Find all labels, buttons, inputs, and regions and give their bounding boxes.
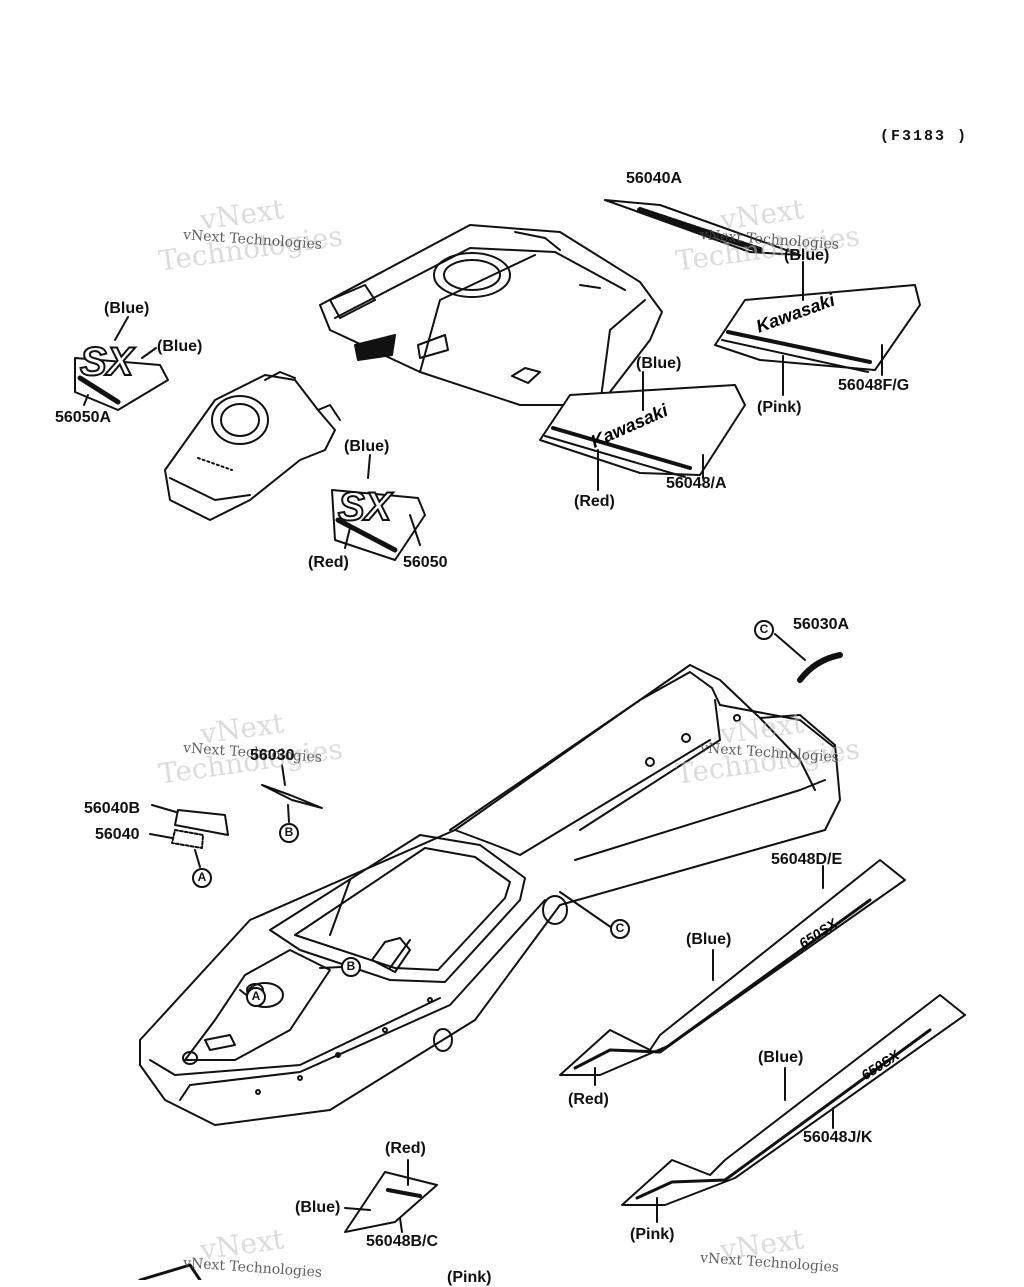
marker-c-hull: C [610,919,630,939]
color-label-blue-56048jk: (Blue) [758,1049,804,1066]
part-label-56030[interactable]: 56030 [250,747,295,764]
part-label-56048a[interactable]: 56048/A [666,475,727,492]
color-label-blue-56048a: (Blue) [636,355,682,372]
decal-text-sx-lower: SX [338,485,394,529]
engine-cover-drawing [319,224,663,406]
color-label-pink-bottom: (Pink) [447,1269,492,1286]
diagram-code: (F3183 ) [880,128,969,145]
color-label-red-56050: (Red) [308,554,349,571]
decal-56048a-drawing [539,371,746,491]
decal-text-sx-upper: SX [80,340,136,384]
hood-drawing [164,371,341,521]
color-label-blue-56048bc: (Blue) [295,1199,341,1216]
color-label-blue-56050: (Blue) [344,438,390,455]
hull-drawing [139,664,841,1126]
small-decals-drawing [149,764,323,868]
decal-56048jk-drawing [621,994,966,1223]
marker-a-56040: A [192,868,212,888]
decal-56050-drawing [331,454,426,561]
decal-56040a-drawing [604,199,801,256]
part-label-56048de[interactable]: 56048D/E [771,851,843,868]
part-label-56048fg[interactable]: 56048F/G [838,377,910,394]
marker-a-hull: A [246,987,266,1007]
marker-b-hull: B [341,957,361,977]
color-label-red-56048a: (Red) [574,493,615,510]
color-label-blue-56048de: (Blue) [686,931,732,948]
marker-b-56030: B [279,823,299,843]
decal-56048de-drawing [559,859,906,1086]
color-label-pink-56048jk: (Pink) [630,1226,675,1243]
part-label-56050a[interactable]: 56050A [55,409,112,426]
color-label-pink-56048fg: (Pink) [757,399,802,416]
color-label-red-56048bc: (Red) [385,1140,426,1157]
color-label-blue-sx-top: (Blue) [104,300,150,317]
part-label-56030a[interactable]: 56030A [793,616,850,633]
decal-56030a-drawing [774,633,843,683]
part-label-56050[interactable]: 56050 [403,554,448,571]
part-label-56040a[interactable]: 56040A [626,170,683,187]
part-label-56048bc[interactable]: 56048B/C [366,1233,439,1250]
marker-c-56030a: C [754,620,774,640]
color-label-red-56048de: (Red) [568,1091,609,1108]
part-label-56040[interactable]: 56040 [95,826,140,843]
color-label-blue-56040a: (Blue) [784,247,830,264]
part-label-56048jk[interactable]: 56048J/K [803,1129,873,1146]
decal-56048bc-drawing [344,1159,438,1233]
part-label-56040b[interactable]: 56040B [84,800,141,817]
color-label-blue-sx-right: (Blue) [157,338,203,355]
decal-56050a-drawing [74,316,169,411]
decal-56048fg-drawing [714,261,921,396]
